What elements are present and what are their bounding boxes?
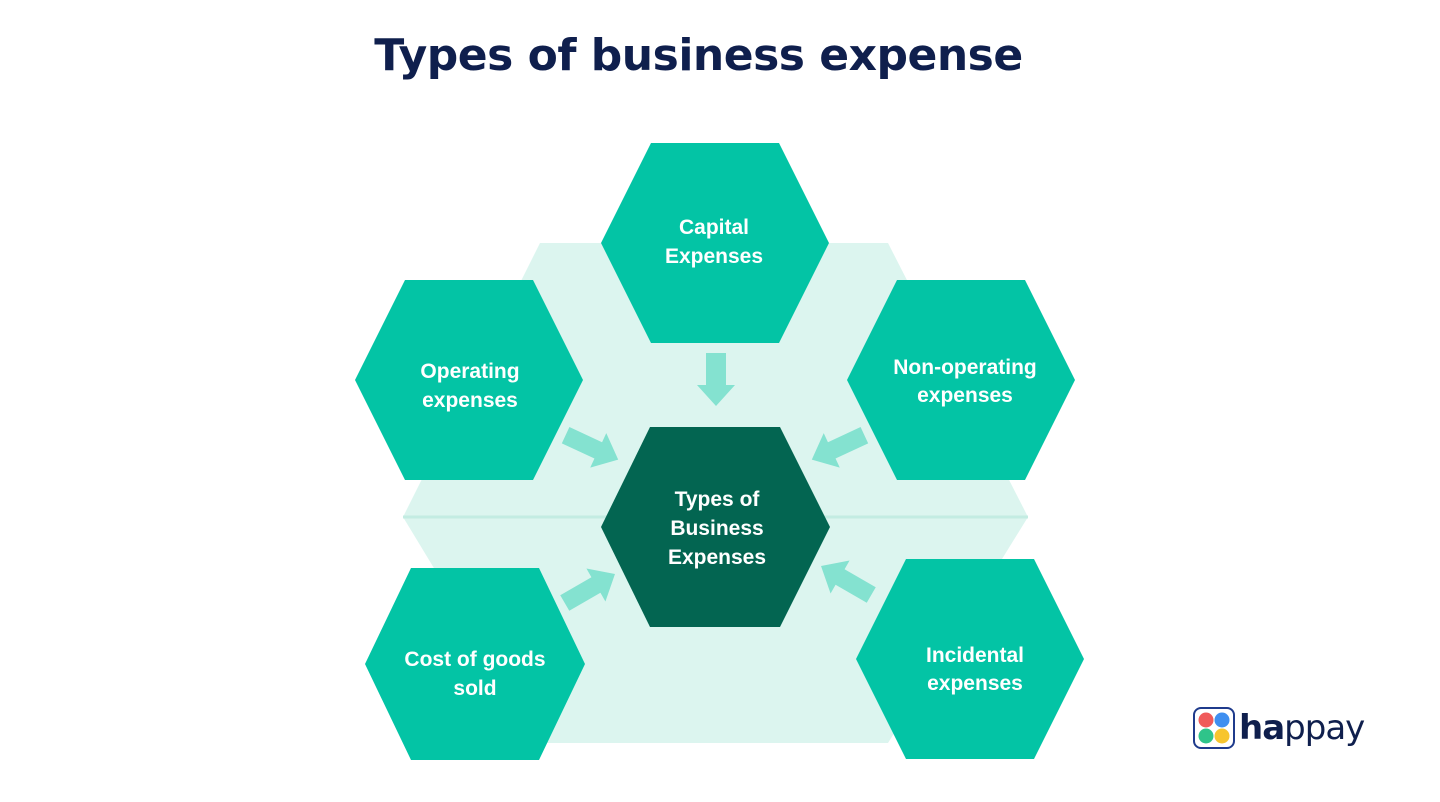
hex-capital-expenses: Capital Expenses [601, 143, 829, 343]
arrow-from-cogs-icon [560, 568, 615, 611]
non-operating-label-line1: Non-operating [893, 356, 1036, 379]
center-label-line3: Expenses [668, 546, 766, 569]
arrow-down-icon [697, 353, 735, 406]
incidental-label-line2: expenses [927, 672, 1023, 695]
arrow-from-non-operating-icon [811, 427, 869, 468]
arrow-from-incidental-icon [821, 560, 876, 603]
happay-logo-icon [1193, 707, 1235, 749]
hex-incidental-expenses: Incidental expenses [856, 559, 1084, 759]
arrow-from-operating-icon [561, 427, 619, 468]
hex-non-operating-expenses: Non-operating expenses [847, 280, 1075, 480]
capital-label-line2: Expenses [665, 245, 763, 268]
capital-label-line1: Capital [679, 216, 749, 239]
page-title: Types of business expense [374, 30, 1023, 81]
center-label-line2: Business [670, 517, 763, 540]
hex-operating-expenses: Operating expenses [355, 280, 583, 480]
center-label-line1: Types of [675, 488, 761, 511]
operating-label-line2: expenses [422, 389, 518, 412]
happay-wordmark: happay [1239, 708, 1365, 748]
happay-logo: happay [1193, 706, 1365, 750]
hex-cost-of-goods-sold: Cost of goods sold [365, 568, 585, 760]
hex-center-types-of-business-expenses: Types of Business Expenses [601, 427, 830, 627]
incidental-label-line1: Incidental [926, 644, 1024, 667]
non-operating-label-line2: expenses [917, 384, 1013, 407]
operating-label-line1: Operating [420, 360, 519, 383]
cogs-label-line1: Cost of goods [404, 648, 545, 671]
cogs-label-line2: sold [453, 677, 496, 700]
